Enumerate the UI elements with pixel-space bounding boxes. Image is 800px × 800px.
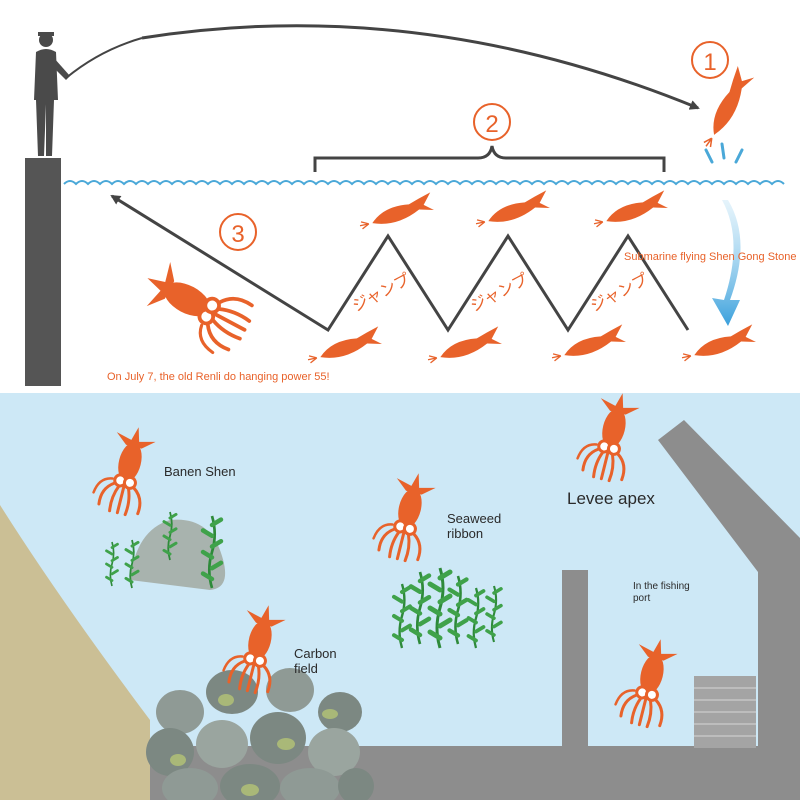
step-marker-3: 3 (219, 213, 257, 251)
angler-on-pier (25, 32, 143, 386)
lure-landing (688, 65, 759, 150)
jump-label-2: ジャンプ (467, 269, 531, 315)
svg-text:3: 3 (231, 221, 244, 248)
lure-fall-4 (677, 323, 758, 363)
squid-chasing (129, 253, 259, 363)
caption-sink: Submarine flying Shen Gong Stone (624, 251, 797, 263)
water-surface (63, 180, 785, 186)
cast-arrow (141, 24, 700, 110)
sink-arrow (712, 200, 741, 326)
step2-bracket (313, 145, 666, 172)
splash (704, 142, 744, 164)
lure-jump-2 (471, 189, 552, 229)
lure-fall-3 (547, 323, 628, 363)
tetrapod-field (146, 668, 374, 800)
lure-jump-3 (589, 189, 670, 229)
lure-fall-1 (303, 325, 384, 365)
jig-path (110, 194, 690, 333)
caption-method: On July 7, the old Renli do hanging powe… (107, 371, 330, 383)
label-carbon-field: Carbon field (294, 646, 337, 676)
rock-with-seaweed (105, 510, 226, 590)
svg-text:2: 2 (485, 111, 498, 138)
label-levee-apex: Levee apex (567, 489, 655, 508)
lure-jump-1 (355, 191, 436, 231)
label-seaweed-ribbon: Seaweed ribbon (447, 511, 502, 541)
svg-text:1: 1 (703, 49, 716, 76)
label-fishing-port: In the fishing port (633, 581, 690, 604)
step-marker-1: 1 (691, 41, 729, 79)
label-banen-shen: Banen Shen (164, 464, 236, 479)
jump-label-3: ジャンプ (587, 269, 651, 315)
jump-label-1: ジャンプ (349, 269, 413, 315)
step-marker-2: 2 (473, 103, 511, 141)
lure-fall-2 (423, 325, 504, 365)
sand-slope (0, 505, 150, 800)
